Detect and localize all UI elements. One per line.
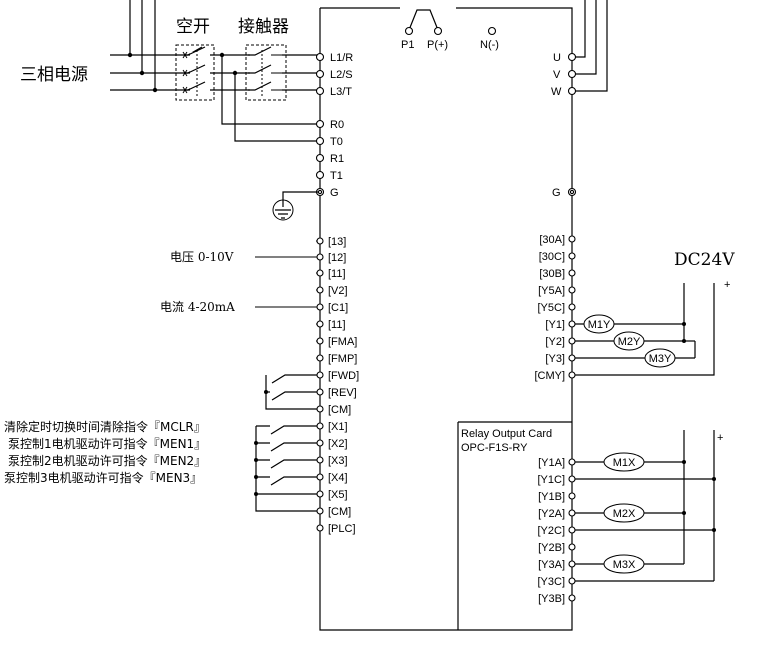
terminal-label: [30A]	[539, 234, 565, 246]
contactor-symbol	[245, 44, 287, 101]
terminal-label: [Y1B]	[538, 491, 565, 503]
breaker-label: 空开	[176, 17, 210, 37]
card-plus-label: +	[717, 432, 723, 444]
command-label-4: 泵控制3电机驱动许可指令『MEN3』	[4, 470, 202, 485]
dc-bus-label-p: P(+)	[427, 39, 448, 51]
terminal-label: [FWD]	[328, 370, 359, 382]
relay-label-m3x: M3X	[613, 559, 636, 571]
terminal-label: [CM]	[328, 506, 351, 518]
terminal-label: [PLC]	[328, 523, 356, 535]
terminal-label: [X3]	[328, 455, 348, 467]
dc-bus-label-p1: P1	[401, 39, 414, 51]
relay-label-m1x: M1X	[613, 457, 636, 469]
terminal-label: [Y1]	[545, 319, 565, 331]
terminal-label: [Y3B]	[538, 593, 565, 605]
power-terminals	[315, 52, 325, 197]
breaker-symbol	[175, 44, 215, 101]
terminal-label: L3/T	[330, 86, 352, 98]
terminal-label: L2/S	[330, 69, 353, 81]
terminal-label: [11]	[328, 268, 346, 280]
card-terminal-labels: [Y1A] [Y1C] [Y1B] [Y2A] [Y2C] [Y2B] [Y3A…	[537, 457, 565, 605]
relay-label-m2x: M2X	[613, 508, 636, 520]
terminal-label: [REV]	[328, 387, 357, 399]
relay-output-card	[457, 421, 576, 630]
inverter-body	[319, 7, 573, 631]
current-input-label: 电流 4-20mA	[160, 300, 235, 314]
right-terminals	[568, 235, 576, 379]
card-title-1: Relay Output Card	[461, 428, 552, 440]
terminal-label: T1	[330, 170, 343, 182]
contactor-label: 接触器	[238, 17, 289, 37]
relay-coils-y	[575, 283, 715, 376]
supply-junctions	[127, 52, 238, 93]
terminal-label: [Y3C]	[537, 576, 565, 588]
terminal-label: [C1]	[328, 302, 348, 314]
terminal-label: [FMA]	[328, 336, 357, 348]
right-terminal-labels: [30A] [30C] [30B] [Y5A] [Y5C] [Y1] [Y2] …	[534, 234, 565, 382]
terminal-label: G	[330, 187, 339, 199]
dc-bus-jumper	[408, 9, 439, 31]
terminal-label: [Y2A]	[538, 508, 565, 520]
terminal-label: R1	[330, 153, 344, 165]
terminal-label: [Y1A]	[538, 457, 565, 469]
card-title-2: OPC-F1S-RY	[461, 442, 528, 454]
terminal-label: [12]	[328, 252, 346, 264]
relay-label-m2y: M2Y	[618, 336, 641, 348]
terminal-label-w: W	[551, 86, 562, 98]
relay-coils-x	[575, 430, 716, 582]
terminal-label: [11]	[328, 319, 346, 331]
terminal-label: L1/R	[330, 52, 353, 64]
voltage-input-label: 电压 0-10V	[170, 250, 234, 264]
terminal-label: [CMY]	[534, 370, 565, 382]
dc-bus-terminals	[404, 26, 497, 36]
terminal-label-u: U	[553, 52, 561, 64]
terminal-label: [Y1C]	[537, 474, 565, 486]
fwd-rev-switches	[264, 374, 317, 410]
terminal-label: [13]	[328, 236, 346, 248]
dc-plus-label: +	[724, 279, 730, 291]
terminal-label: [30B]	[539, 268, 565, 280]
terminal-label: [Y3]	[545, 353, 565, 365]
terminal-label: [Y2C]	[537, 525, 565, 537]
left-terminal-labels: L1/R L2/S L3/T R0 T0 R1 T1 G [13] [12] […	[328, 52, 359, 535]
terminal-label: [CM]	[328, 404, 351, 416]
terminal-label: [Y5C]	[537, 302, 565, 314]
command-switches	[254, 425, 317, 512]
motor-terminals	[567, 0, 608, 197]
terminal-label: [X2]	[328, 438, 348, 450]
terminal-label: [Y2]	[545, 336, 565, 348]
terminal-label: [V2]	[328, 285, 348, 297]
terminal-label-g: G	[552, 187, 561, 199]
terminal-label: [Y3A]	[538, 559, 565, 571]
terminal-label: [30C]	[539, 251, 565, 263]
power-source-label: 三相电源	[20, 65, 88, 85]
terminal-label: [Y5A]	[538, 285, 565, 297]
dc24v-label: DC24V	[674, 250, 735, 270]
ground-icon	[272, 191, 318, 221]
signal-terminals	[255, 237, 324, 532]
terminal-label: [Y2B]	[538, 542, 565, 554]
dc-bus-label-n: N(-)	[480, 39, 499, 51]
terminal-label: [X4]	[328, 472, 348, 484]
command-label-1: 清除定时切换时间清除指令『MCLR』	[4, 419, 206, 434]
terminal-label: R0	[330, 119, 344, 131]
relay-label-m1y: M1Y	[588, 319, 611, 331]
terminal-label: T0	[330, 136, 343, 148]
command-label-2: 泵控制1电机驱动许可指令『MEN1』	[8, 436, 206, 451]
motor-terminal-labels: U V W G	[551, 52, 562, 199]
terminal-label-v: V	[553, 69, 561, 81]
terminal-label: [FMP]	[328, 353, 357, 365]
terminal-label: [X5]	[328, 489, 348, 501]
relay-label-m3y: M3Y	[649, 353, 672, 365]
command-label-3: 泵控制2电机驱动许可指令『MEN2』	[8, 453, 206, 468]
terminal-label: [X1]	[328, 421, 348, 433]
